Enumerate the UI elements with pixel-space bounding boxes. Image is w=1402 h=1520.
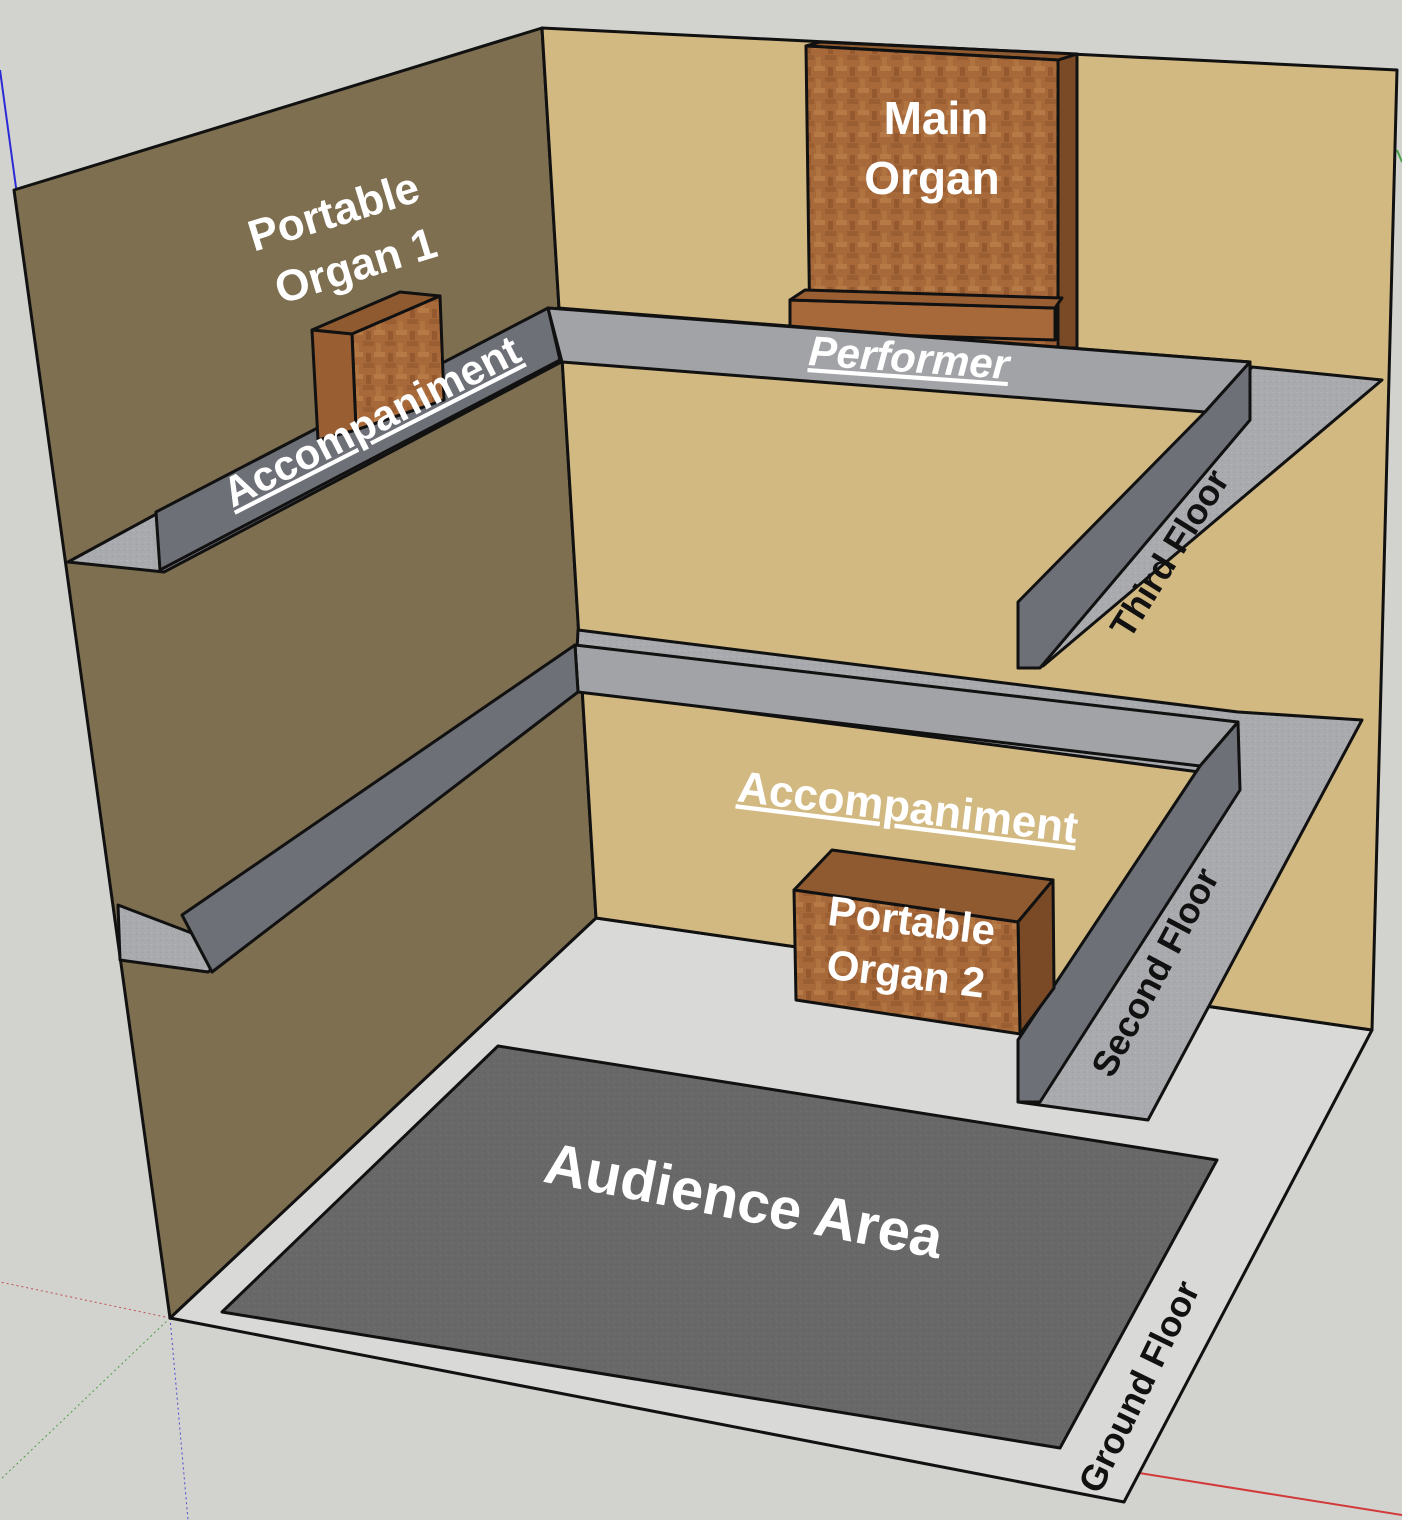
main-organ-label-line2: Organ [864, 152, 999, 204]
main-organ [788, 40, 1079, 350]
audience-area [220, 1044, 1219, 1450]
red-axis-dotted [0, 1281, 171, 1319]
green-axis-dotted [0, 1317, 171, 1481]
main-organ-label-line1: Main [884, 92, 989, 144]
portable-organ-1 [310, 290, 446, 442]
back-wall [540, 26, 1399, 1032]
blue-axis-dotted [169, 1317, 189, 1520]
second-floor-ledge [116, 628, 1364, 1122]
green-axis-tick [1396, 149, 1402, 163]
portable-organ-2 [792, 848, 1056, 1036]
